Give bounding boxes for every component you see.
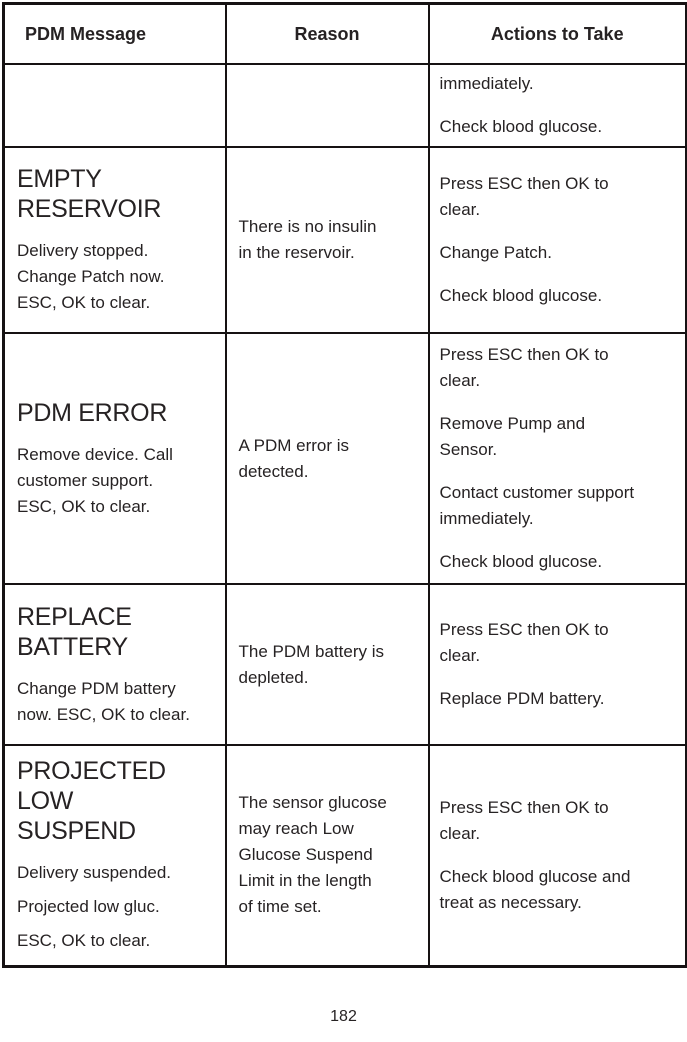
reason-cell: There is no insulin in the reservoir.	[224, 146, 430, 334]
message-title: PDM ERROR	[17, 398, 168, 427]
header-actions-to-take: Actions to Take	[427, 2, 687, 65]
actions-cell: Press ESC then OK to clear. Replace PDM …	[427, 583, 687, 746]
action-item: Press ESC then OK to clear.	[439, 620, 609, 665]
action-item: Check blood glucose.	[439, 286, 603, 305]
page-number: 182	[330, 1008, 357, 1025]
action-item: Press ESC then OK to clear.	[439, 174, 609, 219]
pdm-message-cell: PROJECTED LOW SUSPEND Delivery suspended…	[2, 744, 227, 967]
reason-cell: The PDM battery is depleted.	[224, 583, 430, 746]
action-item: Check blood glucose.	[439, 552, 603, 571]
pdm-alarm-table: PDM Message Reason Actions to Take immed…	[2, 2, 687, 968]
action-item: Contact customer support immediately.	[439, 483, 635, 528]
reason-text: The sensor glucose may reach Low Glucose…	[238, 793, 387, 917]
table-row: REPLACE BATTERY Change PDM battery now. …	[2, 583, 687, 746]
action-item: Check blood glucose and treat as necessa…	[439, 866, 631, 912]
header-pdm-message: PDM Message	[2, 2, 227, 65]
message-title: PROJECTED LOW SUSPEND	[17, 757, 166, 846]
message-body-line: Projected low gluc.	[17, 897, 160, 917]
reason-cell	[224, 63, 430, 148]
action-item: Check blood glucose.	[439, 117, 603, 136]
actions-cell: immediately. Check blood glucose.	[427, 63, 687, 148]
table-header-row: PDM Message Reason Actions to Take	[2, 2, 687, 65]
reason-cell: The sensor glucose may reach Low Glucose…	[224, 744, 430, 967]
message-body: Change PDM battery now. ESC, OK to clear…	[17, 678, 190, 724]
action-item: Remove Pump and Sensor.	[439, 414, 586, 459]
message-title: EMPTY RESERVOIR	[17, 165, 162, 223]
reason-text: A PDM error is detected.	[238, 435, 350, 481]
message-body-line: ESC, OK to clear.	[17, 931, 151, 951]
message-body-line: Delivery suspended.	[17, 863, 172, 883]
pdm-message-cell	[2, 63, 227, 148]
table-row: PDM ERROR Remove device. Call customer s…	[2, 332, 687, 585]
message-body: Delivery stopped. Change Patch now. ESC,…	[17, 241, 165, 312]
actions-cell: Press ESC then OK to clear. Change Patch…	[427, 146, 687, 334]
table-row: PROJECTED LOW SUSPEND Delivery suspended…	[2, 744, 687, 967]
actions-cell: Press ESC then OK to clear. Check blood …	[427, 744, 687, 967]
header-reason: Reason	[224, 2, 430, 65]
message-title: REPLACE BATTERY	[17, 602, 132, 661]
actions-cell: Press ESC then OK to clear. Remove Pump …	[427, 332, 687, 585]
action-item: Press ESC then OK to clear.	[439, 797, 609, 843]
table-row: EMPTY RESERVOIR Delivery stopped. Change…	[2, 146, 687, 334]
reason-text: There is no insulin in the reservoir.	[238, 217, 377, 262]
action-item: immediately.	[439, 74, 534, 93]
pdm-message-cell: EMPTY RESERVOIR Delivery stopped. Change…	[2, 146, 227, 334]
reason-text: The PDM battery is depleted.	[238, 641, 385, 687]
action-item: Change Patch.	[439, 243, 552, 262]
action-item: Replace PDM battery.	[439, 689, 605, 708]
table-row: immediately. Check blood glucose.	[2, 63, 687, 148]
reason-cell: A PDM error is detected.	[224, 332, 430, 585]
pdm-message-cell: PDM ERROR Remove device. Call customer s…	[2, 332, 227, 585]
message-body: Remove device. Call customer support. ES…	[17, 444, 173, 516]
pdm-message-cell: REPLACE BATTERY Change PDM battery now. …	[2, 583, 227, 746]
action-item: Press ESC then OK to clear.	[439, 345, 609, 390]
